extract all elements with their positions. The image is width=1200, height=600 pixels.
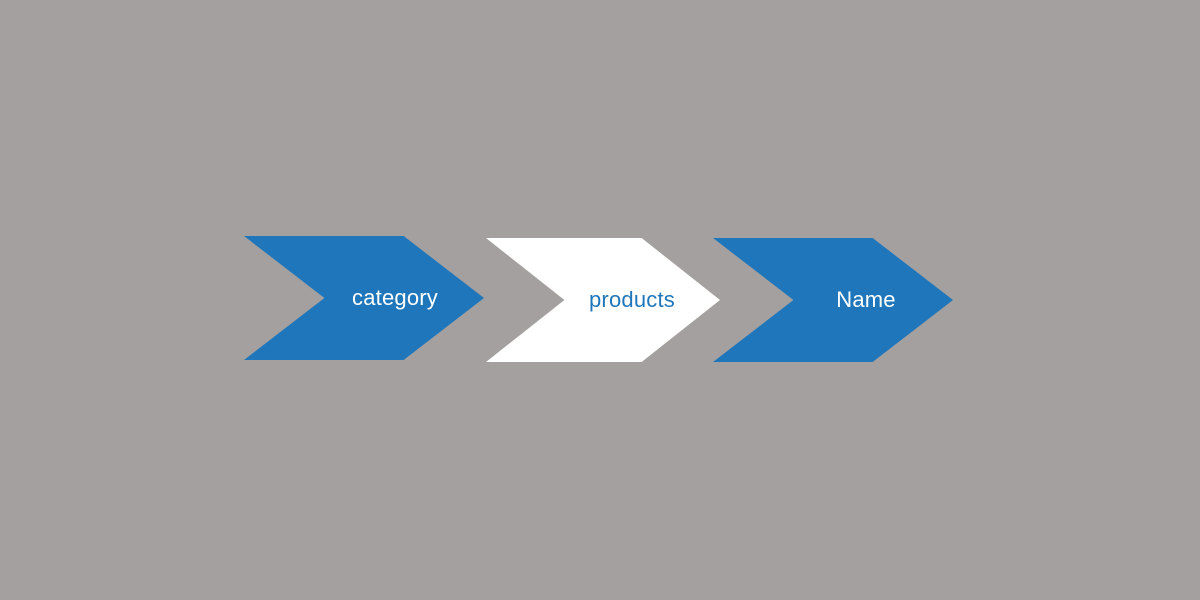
- step-category-label: category: [352, 285, 438, 310]
- step-name[interactable]: Name: [713, 238, 953, 362]
- step-products-label: products: [589, 287, 675, 312]
- step-name-label: Name: [836, 287, 896, 312]
- step-products[interactable]: products: [486, 238, 720, 362]
- step-category[interactable]: category: [244, 236, 484, 360]
